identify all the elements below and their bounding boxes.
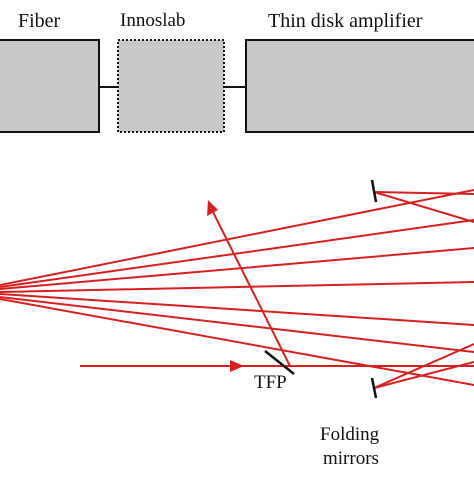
folding-mirrors-label-line2: mirrors bbox=[323, 448, 379, 469]
amplifier-chain bbox=[0, 39, 474, 133]
fold-ray bbox=[373, 191, 474, 223]
beam-ray bbox=[0, 247, 474, 290]
fiber-label: Fiber bbox=[18, 10, 61, 32]
fiber-block bbox=[0, 39, 100, 133]
beam-paths bbox=[0, 189, 474, 389]
output-arrow-head bbox=[207, 200, 218, 216]
tfp-label: TFP bbox=[254, 372, 287, 393]
beam-ray bbox=[0, 298, 474, 386]
beam-ray bbox=[0, 293, 474, 326]
thin-disk-label: Thin disk amplifier bbox=[268, 10, 423, 32]
beam-ray bbox=[0, 281, 474, 293]
beam-ray bbox=[0, 189, 474, 286]
fold-ray bbox=[373, 191, 474, 195]
beam-ray bbox=[0, 219, 474, 288]
folding-mirrors-label-line1: Folding bbox=[320, 424, 380, 445]
folding-mirror-bottom bbox=[370, 377, 378, 399]
thin-disk-block bbox=[245, 39, 474, 133]
output-beam bbox=[209, 205, 291, 367]
beam-ray bbox=[0, 296, 474, 353]
input-arrow-head bbox=[230, 360, 244, 372]
innoslab-block bbox=[117, 39, 225, 133]
folding-mirror-top bbox=[370, 179, 378, 203]
tfp-plate bbox=[264, 350, 295, 375]
innoslab-label: Innoslab bbox=[120, 10, 186, 31]
